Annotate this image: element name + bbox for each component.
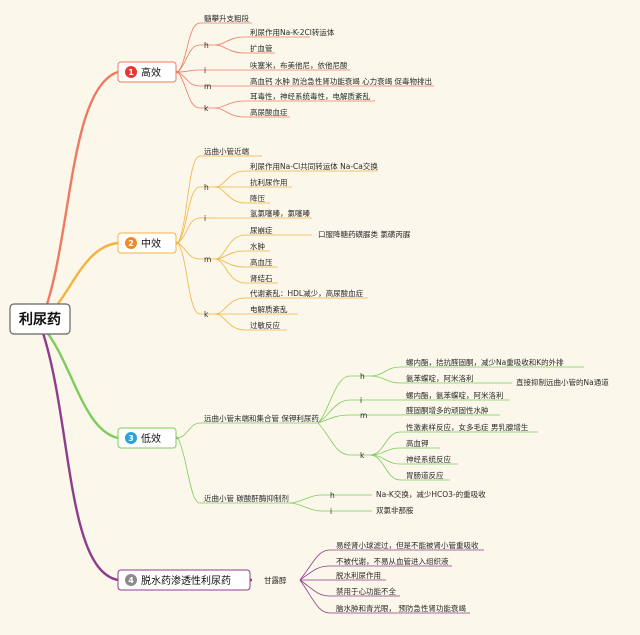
list-item: 过敏反应: [250, 320, 280, 330]
list-item: 氨苯蝶啶，阿米洛利: [406, 373, 474, 383]
branch-1-details: 髓攀升支粗段 h i m k 利尿作用Na-K-2Cl转运体 扩血管 呋塞米，布…: [204, 13, 432, 117]
list-item: 肾结石: [250, 273, 273, 283]
list-item: 利尿作用Na-Cl共同转运体 Na-Ca交换: [250, 161, 378, 171]
branch-node-1[interactable]: 1 高效: [117, 61, 177, 83]
list-item: 高血钾: [406, 438, 429, 448]
list-item: 水肿: [250, 241, 265, 251]
branch-2-details: 远曲小管近端 h i m k 利尿作用Na-Cl共同转运体 Na-Ca交换 抗利…: [204, 146, 411, 330]
list-item: 神经系统反应: [406, 454, 451, 464]
main-branch-line-4: [40, 329, 252, 582]
branch-label: 低效: [141, 432, 161, 445]
branch-1-intro: 髓攀升支粗段: [204, 13, 249, 23]
branch-4-details: 甘露醇 易经肾小球滤过，但是不能被肾小管重吸收 不被代谢，不易从血管进入组织液 …: [264, 540, 479, 613]
group-key: k: [360, 451, 365, 460]
group-key: m: [204, 255, 211, 264]
list-item: 代谢紊乱：HDL减少，高尿酸血症: [250, 288, 364, 298]
branch-number: 2: [128, 239, 134, 248]
group-key: m: [360, 411, 367, 420]
list-item: 高血钙 水肿 防治急性肾功能衰竭 心力衰竭 促毒物排出: [250, 76, 432, 86]
root-label: 利尿药: [19, 311, 61, 328]
list-item: 扩血管: [250, 43, 273, 53]
group-key: i: [204, 214, 206, 223]
list-item: 降压: [250, 193, 265, 203]
group-key: h: [330, 491, 335, 500]
list-item: 脑水肿和青光眼， 预防急性肾功能衰竭: [336, 603, 466, 613]
list-item: 高尿酸血症: [250, 107, 288, 117]
list-item: 脱水利尿作用: [336, 570, 381, 580]
root-node[interactable]: 利尿药: [9, 303, 71, 335]
list-item: 螺内酯，拮抗醛固酮，减少Na重吸收和K的外排: [406, 357, 564, 367]
list-item: 尿崩症: [250, 225, 273, 235]
list-item: 电解质紊乱: [250, 304, 288, 314]
branch-2-intro: 远曲小管近端: [204, 146, 249, 156]
main-branch-line-1: [40, 70, 178, 319]
list-item: 胃肠道反应: [406, 470, 444, 480]
list-item: 不被代谢，不易从血管进入组织液: [336, 556, 449, 566]
sub-branch-label: 远曲小管末端和集合管 保钾利尿药: [204, 413, 319, 423]
branch-3-details: 远曲小管末端和集合管 保钾利尿药 近曲小管 碳酸酐酶抑制剂 h i m k 螺内…: [204, 357, 609, 516]
group-key: h: [204, 183, 209, 192]
branch-number: 1: [128, 68, 134, 77]
list-item: 性激素样反应，女多毛症 男乳腺增生: [406, 422, 529, 432]
list-item: 禁用于心功能不全: [336, 586, 396, 596]
group-key: i: [360, 396, 362, 405]
list-item: 螺内酯，氨苯蝶啶，阿米洛利: [406, 390, 504, 400]
group-key: k: [204, 310, 209, 319]
branch-label: 脱水药渗透性利尿药: [141, 574, 231, 587]
list-item-note: 直接抑制远曲小管的Na通道: [516, 377, 609, 387]
branch-number: 4: [128, 576, 134, 585]
drug-label: 甘露醇: [264, 575, 287, 585]
list-item: 双氯非那胺: [376, 505, 414, 515]
list-item: 醛固酮增多的顽固性水肿: [406, 405, 489, 415]
list-item: 抗利尿作用: [250, 177, 288, 187]
group-key: i: [204, 66, 206, 75]
branch-label: 高效: [141, 66, 161, 79]
group-key: h: [204, 41, 209, 50]
branch-node-2[interactable]: 2 中效: [117, 232, 177, 254]
main-branch-line-3: [41, 325, 178, 440]
branch-label: 中效: [141, 237, 161, 250]
sub-branch-label: 近曲小管 碳酸酐酶抑制剂: [204, 493, 289, 503]
list-item: 高血压: [250, 257, 273, 267]
branch-number: 3: [128, 434, 134, 443]
group-key: h: [360, 372, 365, 381]
list-item: 氢氯噻嗪，氯噻嗪: [250, 208, 310, 218]
group-key: i: [330, 507, 332, 516]
list-item: 呋塞米，布美他尼，依他尼酸: [250, 60, 348, 70]
branch-node-4[interactable]: 4 脱水药渗透性利尿药: [117, 569, 251, 591]
list-item-note: 口服降糖药磺脲类 氯磺丙脲: [318, 229, 411, 239]
list-item: Na-K交换，减少HCO3-的重吸收: [376, 489, 486, 499]
branch-node-3[interactable]: 3 低效: [117, 427, 177, 449]
list-item: 耳毒性，神经系统毒性，电解质紊乱: [250, 91, 370, 101]
group-key: k: [204, 104, 209, 113]
list-item: 利尿作用Na-K-2Cl转运体: [250, 27, 335, 37]
list-item: 易经肾小球滤过，但是不能被肾小管重吸收: [336, 540, 479, 550]
group-key: m: [204, 82, 211, 91]
